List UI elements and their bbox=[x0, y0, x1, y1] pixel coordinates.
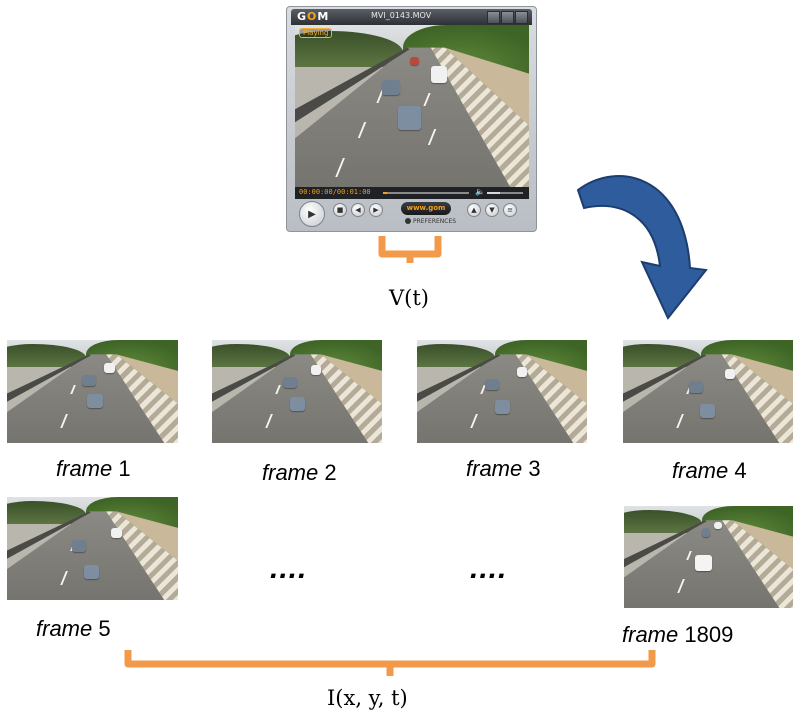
frame-caption-1809: frame 1809 bbox=[622, 622, 733, 648]
play-icon[interactable]: ▶ bbox=[299, 201, 325, 227]
player-logo: GOM bbox=[297, 10, 330, 23]
frame-caption-number: 4 bbox=[734, 458, 747, 483]
video-area[interactable] bbox=[295, 25, 529, 187]
seek-bar[interactable]: 00:00:00/00:01:00 🔈 bbox=[295, 187, 529, 199]
frame-caption-2: frame 2 bbox=[262, 460, 337, 486]
frame-caption-word: frame bbox=[622, 622, 679, 647]
frame-caption-4: frame 4 bbox=[672, 458, 747, 484]
frame-caption-number: 1 bbox=[118, 456, 131, 481]
ellipsis-right: .... bbox=[470, 552, 508, 585]
volume-icon[interactable]: 🔈 bbox=[475, 187, 485, 196]
media-player-window: GOM MVI_0143.MOV Playing 00:00:00/00:01:… bbox=[286, 6, 537, 232]
preferences-icon bbox=[405, 218, 411, 224]
frame-caption-1: frame 1 bbox=[56, 456, 131, 482]
preferences-button[interactable]: PREFERENCES bbox=[405, 218, 456, 225]
next-icon[interactable]: ▶ bbox=[369, 203, 383, 217]
frame-caption-number: 2 bbox=[324, 460, 337, 485]
frame-thumbnail-3 bbox=[417, 340, 587, 443]
down-icon[interactable]: ▼ bbox=[485, 203, 499, 217]
frame-thumbnail-1809 bbox=[624, 506, 793, 608]
stop-icon[interactable]: ■ bbox=[333, 203, 347, 217]
frame-caption-number: 5 bbox=[98, 616, 111, 641]
website-button[interactable]: www.gom bbox=[401, 202, 451, 215]
playback-status: Playing bbox=[299, 28, 333, 38]
frame-caption-word: frame bbox=[36, 616, 93, 641]
video-function-label: V(t) bbox=[389, 286, 429, 310]
frame-caption-word: frame bbox=[262, 460, 319, 485]
image-function-label: I(x, y, t) bbox=[327, 686, 408, 710]
player-titlebar: GOM MVI_0143.MOV bbox=[291, 9, 532, 25]
eject-icon[interactable]: ▲ bbox=[467, 203, 481, 217]
maximize-icon[interactable] bbox=[501, 11, 514, 24]
menu-icon[interactable]: ≡ bbox=[503, 203, 517, 217]
volume-fill bbox=[487, 192, 500, 194]
frames-bracket bbox=[124, 650, 656, 676]
close-icon[interactable] bbox=[515, 11, 528, 24]
frame-thumbnail-2 bbox=[212, 340, 382, 443]
frame-thumbnail-5 bbox=[7, 497, 178, 600]
frame-thumbnail-1 bbox=[7, 340, 178, 443]
player-bracket bbox=[378, 236, 442, 263]
frame-caption-5: frame 5 bbox=[36, 616, 111, 642]
frame-caption-word: frame bbox=[466, 456, 523, 481]
file-name: MVI_0143.MOV bbox=[371, 11, 432, 20]
progress-fill bbox=[383, 192, 388, 194]
frame-caption-number: 1809 bbox=[684, 622, 734, 647]
preferences-label: PREFERENCES bbox=[413, 218, 457, 225]
timecode: 00:00:00/00:01:00 bbox=[299, 188, 371, 196]
minimize-icon[interactable] bbox=[487, 11, 500, 24]
progress-track[interactable] bbox=[383, 192, 469, 194]
volume-slider[interactable] bbox=[487, 192, 523, 194]
ellipsis-left: .... bbox=[270, 552, 308, 585]
frame-caption-3: frame 3 bbox=[466, 456, 541, 482]
curved-arrow bbox=[576, 175, 708, 320]
frame-caption-word: frame bbox=[56, 456, 113, 481]
frame-thumbnail-4 bbox=[623, 340, 793, 443]
frame-caption-word: frame bbox=[672, 458, 729, 483]
prev-icon[interactable]: ◀ bbox=[351, 203, 365, 217]
frame-caption-number: 3 bbox=[528, 456, 541, 481]
